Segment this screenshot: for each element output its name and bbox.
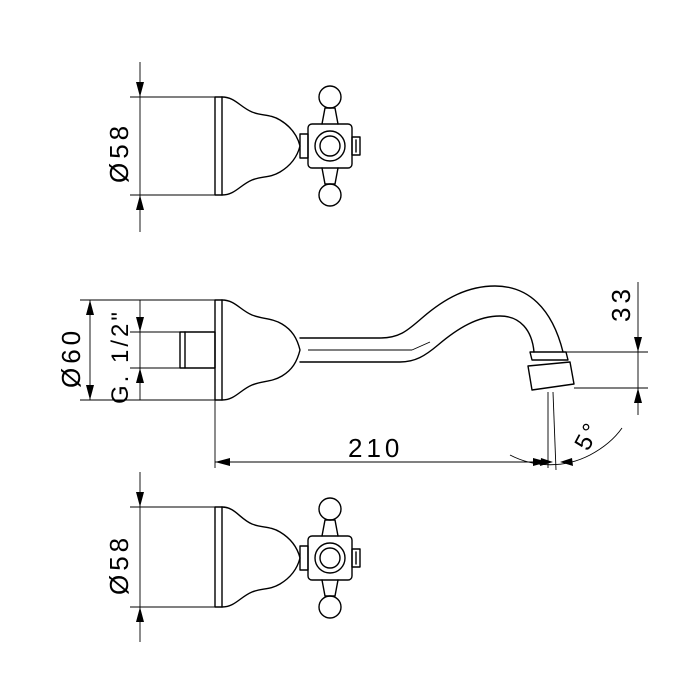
spout-height-label: 33: [606, 285, 636, 322]
top-valve-diameter-label: Ø58: [104, 122, 134, 183]
spout-assembly: Ø60 G. 1/2" 33 210: [56, 282, 648, 471]
bottom-valve-diameter-label: Ø58: [104, 534, 134, 595]
spout-reach-label: 210: [348, 433, 403, 463]
spout-angle-label: 5°: [569, 417, 606, 455]
thread-size-label: G. 1/2": [107, 309, 134, 404]
spout-body-diameter-label: Ø60: [56, 327, 86, 388]
top-valve: Ø58: [104, 62, 361, 232]
bottom-valve: Ø58: [104, 472, 361, 642]
